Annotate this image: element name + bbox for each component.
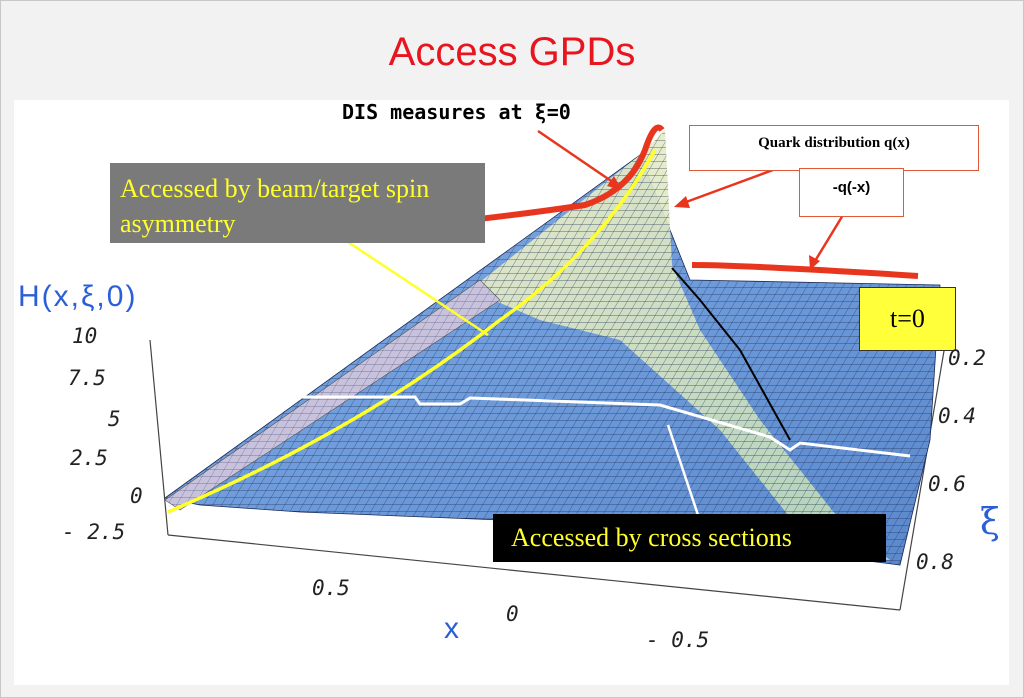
xi-axis-label: ξ bbox=[980, 502, 1000, 543]
spin-asymmetry-box: Accessed by beam/target spin asymmetry bbox=[110, 163, 485, 243]
spin-asymmetry-curve bbox=[167, 149, 657, 514]
surface bbox=[164, 130, 941, 566]
cross-section-curve bbox=[285, 395, 911, 458]
antiquark-curve bbox=[691, 262, 919, 279]
x-tick: 0 bbox=[506, 602, 519, 626]
h-tick: 0 bbox=[130, 484, 143, 508]
xi-tick: 0.2 bbox=[948, 346, 986, 370]
h-tick: 7.5 bbox=[68, 366, 106, 390]
xi-tick: 0.4 bbox=[938, 404, 976, 428]
t-zero-box: t=0 bbox=[859, 287, 956, 351]
h-tick: 5 bbox=[108, 407, 121, 431]
h-tick: - 2.5 bbox=[62, 520, 126, 544]
xi-tick: 0.6 bbox=[928, 472, 966, 496]
cross-pointer-line bbox=[666, 424, 700, 516]
dis-label: DIS measures at ξ=0 bbox=[342, 100, 571, 124]
xi-tick: 0.8 bbox=[916, 550, 954, 574]
h-tick: 10 bbox=[72, 324, 98, 348]
h-tick: 2.5 bbox=[70, 446, 108, 470]
x-axis-line bbox=[167, 534, 901, 611]
h-axis-line bbox=[149, 339, 169, 536]
x-tick: 0.5 bbox=[312, 576, 350, 600]
x-tick: - 0.5 bbox=[646, 628, 710, 652]
quark-distribution-box: Quark distribution q(x) bbox=[689, 125, 979, 171]
xi-axis-line bbox=[899, 344, 946, 611]
slide-title: Access GPDs bbox=[388, 30, 636, 74]
antiquark-arrow bbox=[810, 214, 845, 267]
surface-axis-label: H(x,ξ,0) bbox=[18, 280, 138, 313]
antiquark-box: -q(-x) bbox=[799, 168, 904, 217]
quark-curve bbox=[407, 124, 665, 230]
dis-arrow bbox=[537, 129, 621, 189]
cross-sections-box: Accessed by cross sections bbox=[493, 514, 886, 562]
x-axis-label: x bbox=[444, 612, 459, 645]
spin-pointer-line bbox=[344, 238, 489, 337]
